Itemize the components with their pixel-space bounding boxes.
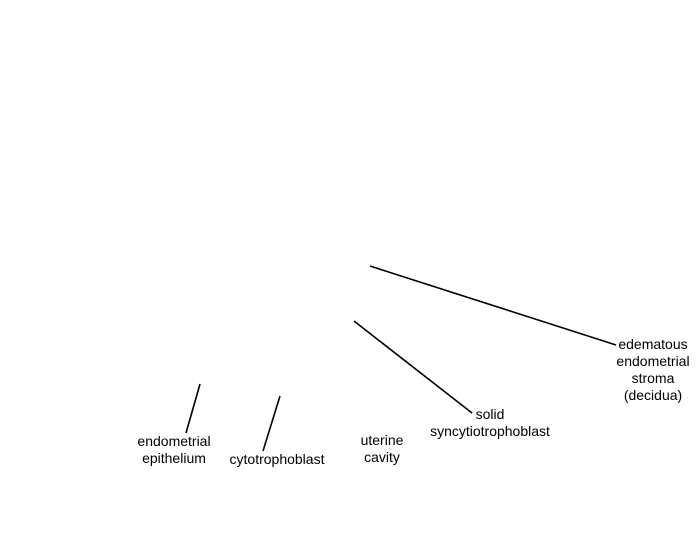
label-endometrial-epithelium: endometrial epithelium [128, 433, 220, 467]
label-line: stroma [631, 370, 675, 386]
label-uterine-cavity: uterine cavity [346, 432, 418, 466]
label-line: solid [475, 406, 505, 422]
label-line: edematous [618, 336, 688, 352]
label-line: cavity [364, 449, 400, 465]
label-line: (decidua) [623, 387, 683, 403]
leader-line-solid-syncytiotrophoblast [353, 320, 473, 414]
leader-line-endometrial-epithelium [185, 383, 201, 434]
label-line: uterine [360, 432, 404, 448]
label-line: epithelium [142, 450, 206, 466]
label-line: endometrial [616, 353, 690, 369]
leader-line-cytotrophoblast [262, 395, 281, 452]
label-line: endometrial [137, 433, 211, 449]
leader-line-edematous-stroma [369, 265, 617, 346]
label-solid-syncytiotrophoblast: solid syncytiotrophoblast [420, 406, 560, 440]
label-line: syncytiotrophoblast [430, 423, 550, 439]
label-cytotrophoblast: cytotrophoblast [222, 451, 332, 468]
label-line: cytotrophoblast [229, 451, 325, 467]
label-edematous-endometrial-stroma: edematous endometrial stroma (decidua) [606, 336, 700, 404]
